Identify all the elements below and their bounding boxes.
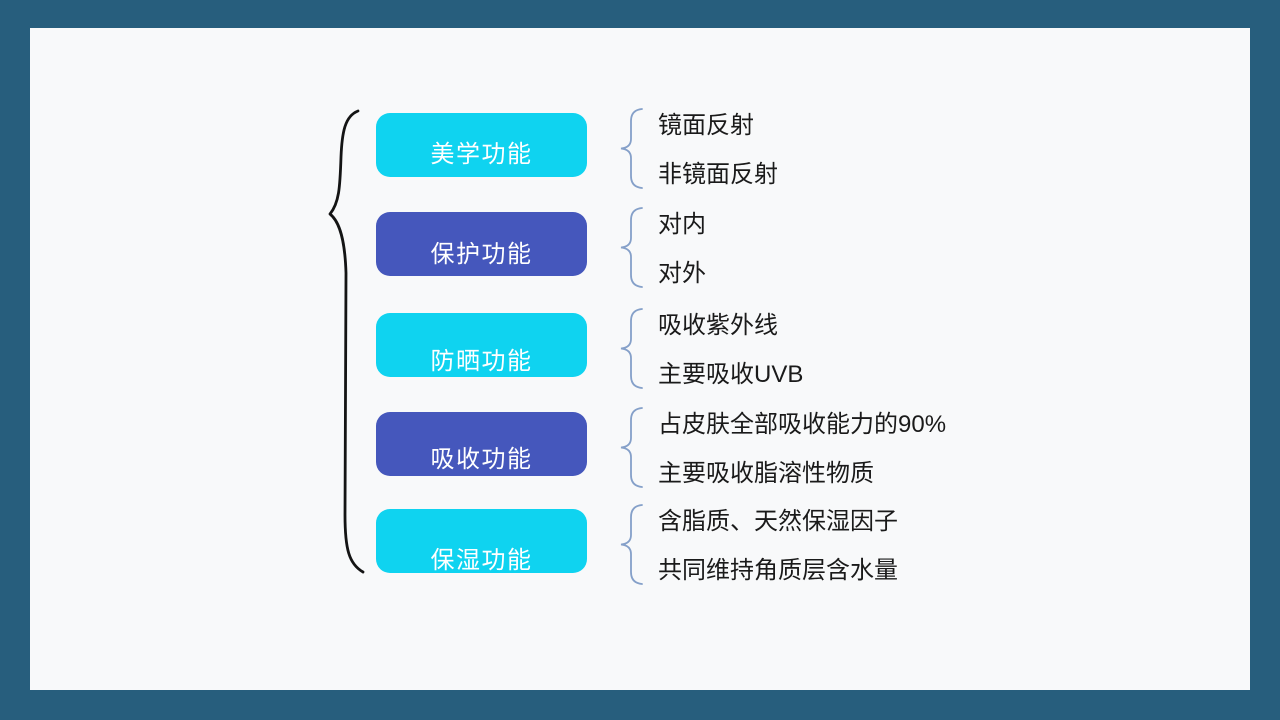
sub-brace-icon bbox=[620, 407, 643, 488]
function-row-aesthetic: 美学功能 镜面反射 非镜面反射 bbox=[0, 108, 1280, 189]
function-row-sunscreen: 防晒功能 吸收紫外线 主要吸收UVB bbox=[0, 308, 1280, 389]
detail-item: 镜面反射 bbox=[658, 112, 754, 139]
function-box-label: 防晒功能 bbox=[430, 347, 533, 375]
function-box-label: 保湿功能 bbox=[430, 546, 533, 574]
function-row-absorption: 吸收功能 占皮肤全部吸收能力的90% 主要吸收脂溶性物质 bbox=[0, 407, 1280, 488]
detail-item: 主要吸收脂溶性物质 bbox=[658, 460, 874, 487]
function-box: 保护功能 bbox=[376, 212, 587, 276]
detail-item: 吸收紫外线 bbox=[658, 312, 778, 339]
function-box-label: 保护功能 bbox=[430, 240, 533, 268]
detail-item: 含脂质、天然保湿因子 bbox=[658, 508, 898, 535]
detail-item: 共同维持角质层含水量 bbox=[658, 557, 898, 584]
function-box-label: 吸收功能 bbox=[430, 445, 533, 473]
detail-item: 非镜面反射 bbox=[658, 161, 778, 188]
slide-background bbox=[30, 28, 1250, 690]
function-box: 吸收功能 bbox=[376, 412, 587, 476]
sub-brace-icon bbox=[620, 207, 643, 288]
detail-item: 主要吸收UVB bbox=[658, 361, 804, 388]
detail-item: 占皮肤全部吸收能力的90% bbox=[658, 411, 947, 438]
function-row-protection: 保护功能 对内 对外 bbox=[0, 207, 1280, 288]
function-box: 美学功能 bbox=[376, 113, 587, 177]
sub-brace-icon bbox=[620, 108, 643, 189]
detail-item: 对内 bbox=[658, 211, 706, 238]
function-box: 保湿功能 bbox=[376, 509, 587, 574]
function-row-moisturizing: 保湿功能 含脂质、天然保湿因子 共同维持角质层含水量 bbox=[0, 504, 1280, 585]
detail-item: 对外 bbox=[658, 260, 706, 287]
sub-brace-icon bbox=[620, 504, 643, 585]
function-box-label: 美学功能 bbox=[430, 140, 533, 168]
function-box: 防晒功能 bbox=[376, 313, 587, 377]
sub-brace-icon bbox=[620, 308, 643, 389]
